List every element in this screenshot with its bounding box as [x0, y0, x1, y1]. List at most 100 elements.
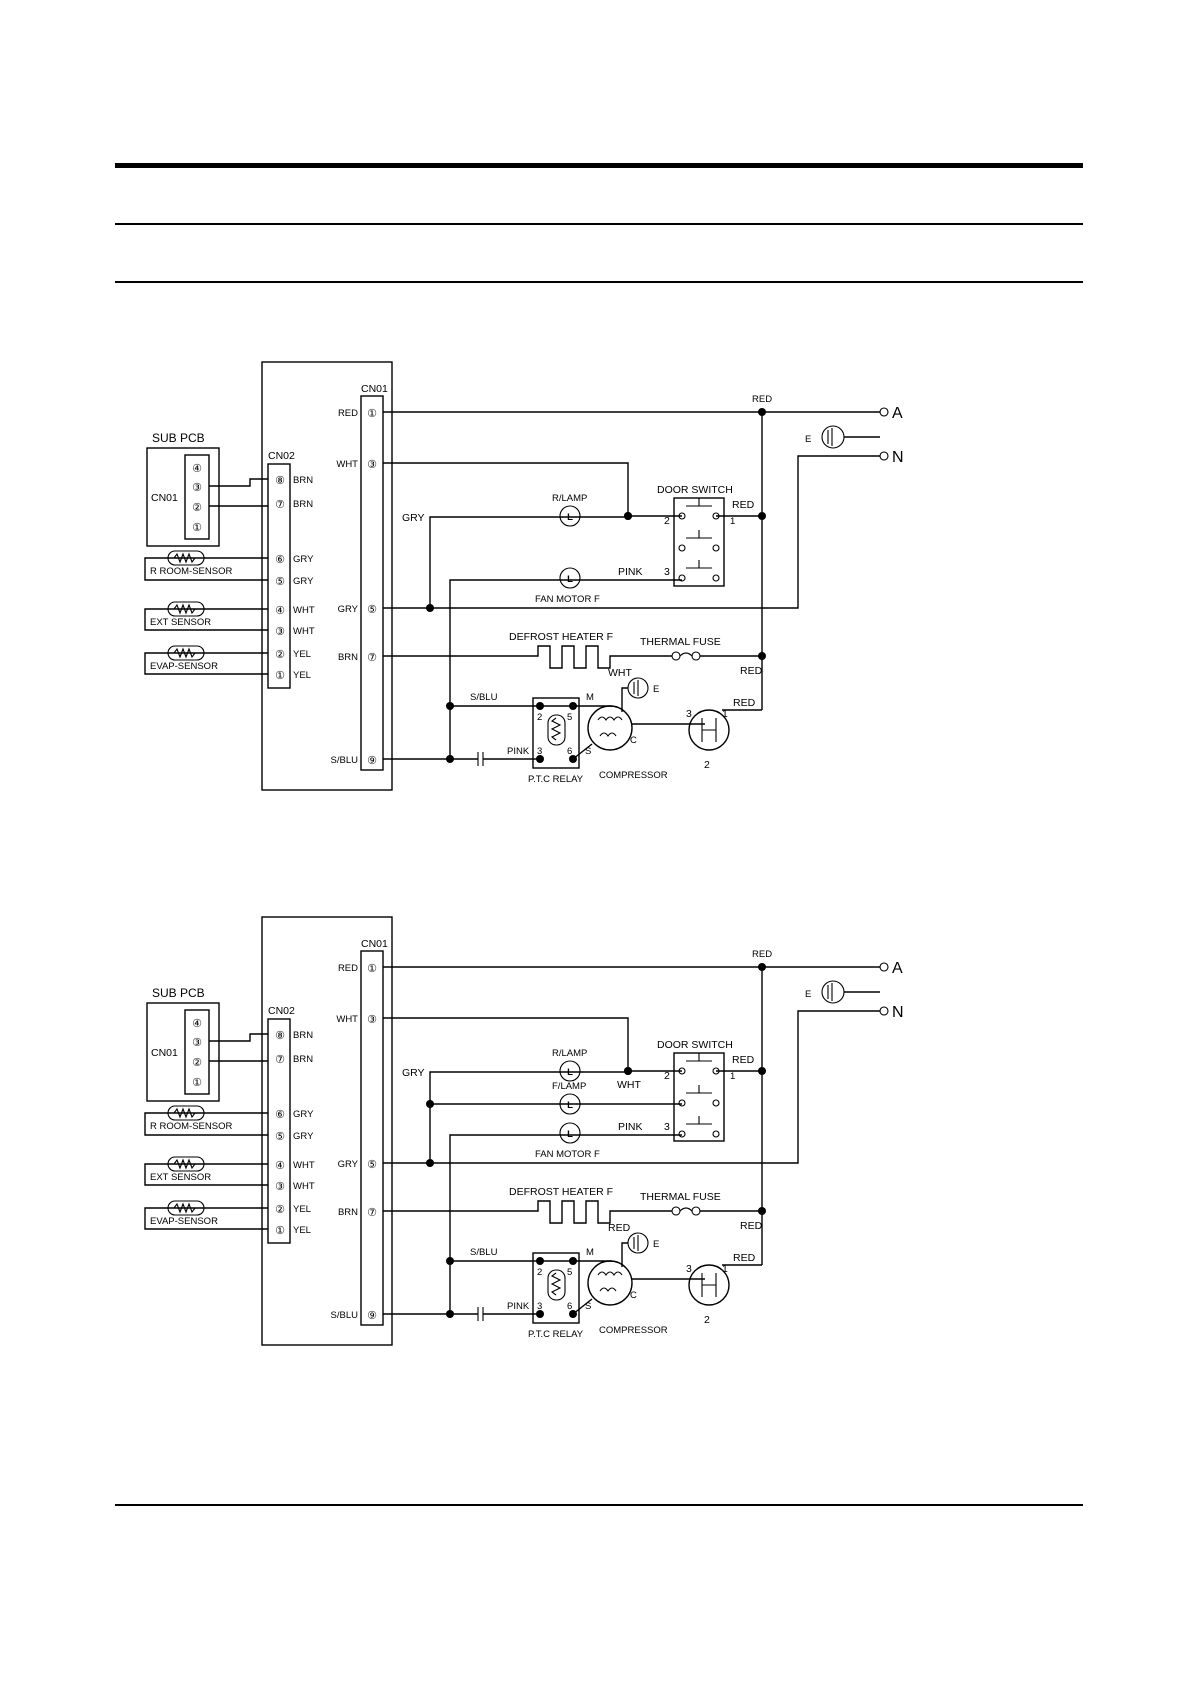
ptc-pin-2: 2	[537, 712, 542, 723]
defrost-heater-element	[383, 1200, 672, 1224]
sub-pcb-pin: ①	[192, 1077, 202, 1089]
wire-ptc-s	[572, 1298, 593, 1315]
cn02-pin-number: ①	[275, 670, 285, 682]
switch-contact	[678, 1130, 686, 1138]
junction-dot	[426, 604, 434, 612]
thermistor-zigzag	[173, 1158, 196, 1170]
sblu-label: S/BLU	[470, 1247, 498, 1258]
ptc-pink-label: PINK	[507, 746, 530, 757]
cn01-pin-color: RED	[338, 408, 358, 419]
terminal-n-label: N	[892, 449, 904, 466]
cn02-pin-number: ⑦	[275, 499, 285, 511]
ptc-pin-6: 6	[567, 746, 572, 757]
door-switch-pin-2: 2	[664, 515, 670, 527]
fan-motor-symbol-letter: L	[567, 574, 573, 585]
red-top-label: RED	[752, 949, 772, 960]
compressor-label: COMPRESSOR	[599, 770, 668, 781]
cn02-pin-color: YEL	[293, 1225, 311, 1236]
sensor-loop	[144, 557, 268, 581]
sensor-label: EVAP-SENSOR	[150, 661, 218, 672]
thermistor-symbol	[167, 1105, 205, 1121]
junction-dot	[446, 702, 454, 710]
cn02-pin-color: BRN	[293, 1030, 313, 1041]
terminal-n-circle	[879, 451, 889, 461]
cn01-header: CN01	[361, 938, 388, 950]
olp-pin-1: 1	[722, 1263, 728, 1275]
thermal-fuse-label: THERMAL FUSE	[640, 1191, 721, 1203]
fan-motor-label: FAN MOTOR F	[535, 594, 600, 605]
cn02-header: CN02	[268, 450, 295, 462]
compressor-label: COMPRESSOR	[599, 1325, 668, 1336]
thermistor-symbol	[167, 645, 205, 661]
r-lamp-symbol	[559, 1060, 581, 1082]
sub-pcb-pin: ①	[192, 522, 202, 534]
sub-pcb-title: SUB PCB	[152, 986, 205, 1000]
switch-contact	[678, 574, 686, 582]
door-switch-box	[673, 1052, 725, 1142]
sub-pcb-pin: ②	[192, 502, 202, 514]
ptc-relay-label: P.T.C RELAY	[528, 774, 584, 785]
sub-pcb-connector-label: CN01	[151, 492, 178, 504]
junction-dot	[426, 1100, 434, 1108]
wire-wht	[383, 462, 629, 516]
door-switch-red-label: RED	[732, 1054, 755, 1066]
cn01-pin-number: ①	[367, 963, 377, 975]
switch-contact	[678, 1099, 686, 1107]
cn02-header: CN02	[268, 1005, 295, 1017]
door-switch-red-label: RED	[732, 499, 755, 511]
cn01-pin-color: RED	[338, 963, 358, 974]
compressor-e-label: E	[653, 1239, 659, 1250]
cn02-pin-number: ⑥	[275, 554, 285, 566]
ptc-pin-2: 2	[537, 1267, 542, 1278]
compressor-coil	[597, 716, 623, 721]
door-switch-pin-2: 2	[664, 1070, 670, 1082]
wire-sub-pcb-brn-8	[209, 478, 268, 487]
olp-pin-3: 3	[686, 708, 692, 720]
sub-pcb-connector	[184, 1009, 210, 1095]
ptc-zigzag	[550, 1272, 562, 1296]
cn02-pin-color: GRY	[293, 576, 314, 587]
terminal-e-label: E	[805, 434, 811, 445]
sub-pcb-outline	[146, 447, 220, 547]
defrost-heater-label: DEFROST HEATER F	[509, 1186, 613, 1198]
compressor-m: M	[586, 1247, 594, 1258]
cn01-pin-color: WHT	[336, 459, 358, 470]
cn01-pin-number: ⑤	[367, 1159, 377, 1171]
cn01-header: CN01	[361, 383, 388, 395]
r-lamp-symbol-letter: L	[567, 1067, 573, 1078]
ptc-thermistor	[547, 1269, 566, 1301]
cn01-pin-color: WHT	[336, 1014, 358, 1025]
junction-dot	[446, 1257, 454, 1265]
junction-dot	[758, 512, 766, 520]
compressor-s: S	[585, 746, 591, 757]
cn02-pin-number: ⑧	[275, 475, 285, 487]
thermal-fuse-link	[679, 1207, 693, 1212]
cn01-connector	[360, 950, 384, 1326]
cn02-pin-number: ④	[275, 605, 285, 617]
cn02-pin-color: WHT	[293, 605, 315, 616]
thermistor-symbol	[167, 601, 205, 617]
header-rule-lower	[115, 281, 1083, 283]
wire-sub-pcb-brn-8	[209, 1033, 268, 1042]
wire-n-to-gry	[383, 455, 880, 609]
overload-protector	[688, 709, 730, 751]
door-switch-pin-1: 1	[730, 516, 735, 527]
heater-out-label: RED	[608, 1222, 631, 1234]
thermistor-zigzag	[173, 1202, 196, 1214]
terminal-e-label: E	[805, 989, 811, 1000]
tf-red-label: RED	[740, 1220, 763, 1232]
junction-dot	[536, 702, 544, 710]
cn01-pin-number: ⑦	[367, 1207, 377, 1219]
thermistor-zigzag	[173, 552, 196, 564]
compressor-coil	[599, 732, 617, 737]
switch-contact	[712, 574, 720, 582]
switch-contact	[712, 1130, 720, 1138]
pink-label: PINK	[618, 566, 643, 578]
sub-pcb-pin: ③	[192, 1037, 202, 1049]
overload-protector	[688, 1264, 730, 1306]
thermistor-symbol	[167, 1156, 205, 1172]
thermal-fuse-terminal	[691, 1206, 701, 1216]
sensor-loop	[144, 608, 268, 631]
wire-fan-pink	[449, 579, 682, 759]
